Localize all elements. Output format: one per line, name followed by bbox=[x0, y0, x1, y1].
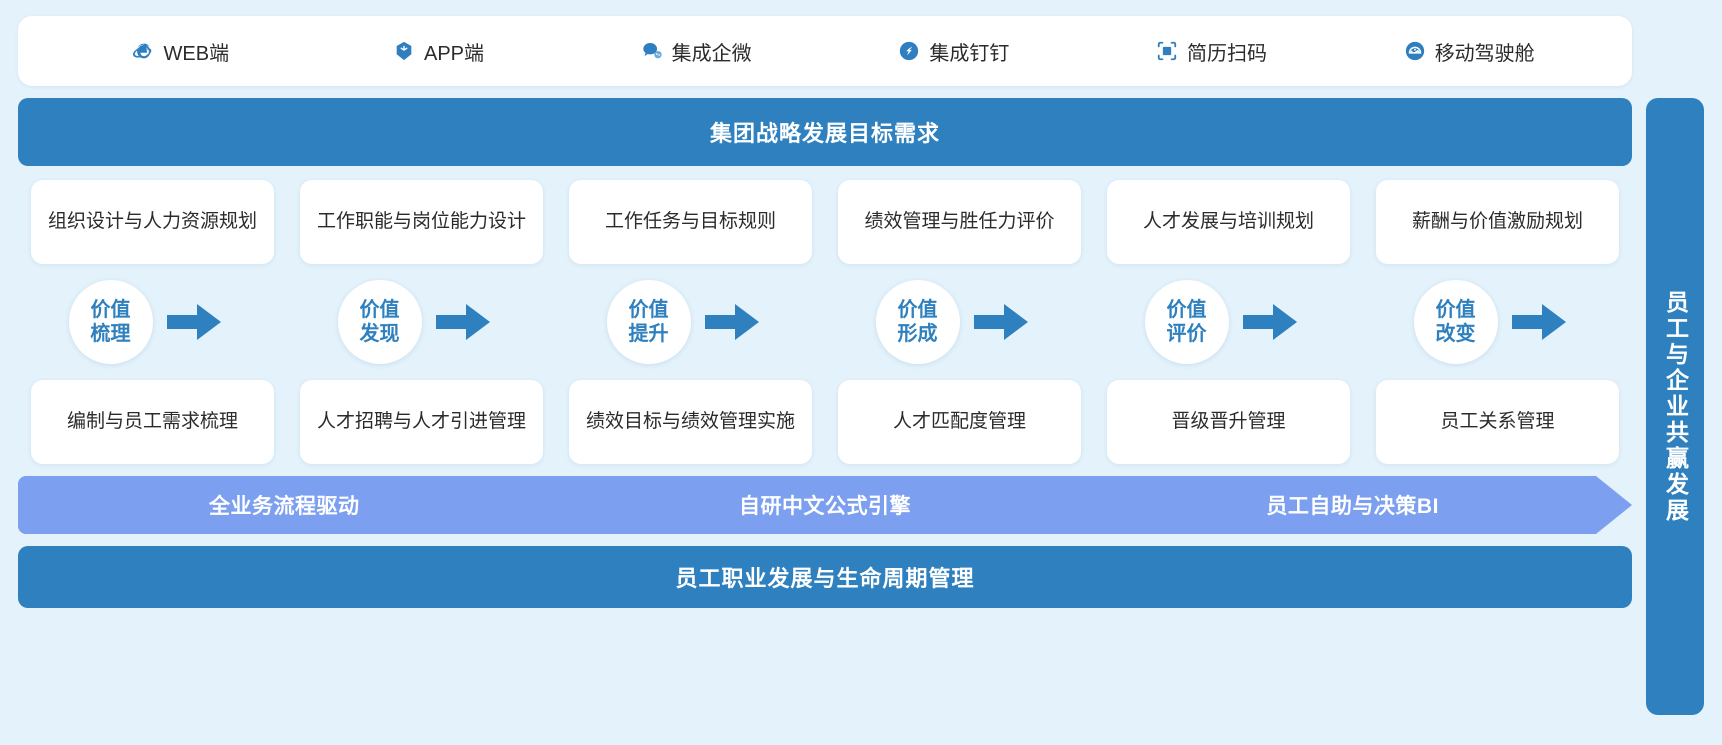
cube-app-icon bbox=[393, 40, 415, 62]
stage-circle-3[interactable]: 价值 提升 bbox=[606, 280, 691, 364]
channel-item-dingtalk[interactable]: 集成钉钉 bbox=[825, 37, 1083, 66]
top-card[interactable]: 人才发展与培训规划 bbox=[1107, 180, 1350, 264]
bottom-card[interactable]: 员工关系管理 bbox=[1376, 380, 1619, 464]
stage-circle-1[interactable]: 价值 梳理 bbox=[68, 280, 153, 364]
channel-item-wecom[interactable]: 集成企微 bbox=[567, 37, 825, 66]
stage-line-1: 价值 bbox=[359, 298, 400, 321]
top-banner: 集团战略发展目标需求 bbox=[18, 98, 1632, 166]
top-card-cell: 组织设计与人力资源规划 bbox=[18, 180, 287, 264]
stage-line-1: 价值 bbox=[1166, 298, 1207, 321]
top-card[interactable]: 工作任务与目标规则 bbox=[569, 180, 812, 264]
capability-chevron: 全业务流程驱动 自研中文公式引擎 员工自助与决策BI bbox=[18, 476, 1632, 534]
stage-line-1: 价值 bbox=[628, 298, 669, 321]
channel-label: 集成企微 bbox=[671, 42, 752, 65]
top-card[interactable]: 组织设计与人力资源规划 bbox=[31, 180, 274, 264]
stage-circle-4[interactable]: 价值 形成 bbox=[875, 280, 960, 364]
top-card[interactable]: 薪酬与价值激励规划 bbox=[1376, 180, 1619, 264]
arrow-right-icon bbox=[704, 299, 761, 345]
bottom-card-row: 编制与员工需求梳理 人才招聘与人才引进管理 绩效目标与绩效管理实施 人才匹配度管… bbox=[18, 380, 1632, 464]
stage-line-1: 价值 bbox=[897, 298, 938, 321]
dingtalk-icon bbox=[898, 40, 920, 62]
capability-label-1: 全业务流程驱动 bbox=[209, 495, 360, 518]
stage-circle-5[interactable]: 价值 评价 bbox=[1144, 280, 1229, 364]
stage-cell: 价值 发现 bbox=[287, 280, 556, 364]
side-bar-title: 员工与企业共赢发展 bbox=[1662, 289, 1689, 524]
channel-label: 移动驾驶舱 bbox=[1434, 42, 1535, 65]
capability-label-3: 员工自助与决策BI bbox=[1266, 495, 1439, 518]
channel-bar: WEB端 APP端 bbox=[18, 16, 1632, 86]
top-card[interactable]: 绩效管理与胜任力评价 bbox=[838, 180, 1081, 264]
top-card-cell: 工作任务与目标规则 bbox=[556, 180, 825, 264]
stage-cell: 价值 改变 bbox=[1363, 280, 1632, 364]
stage-line-2: 梳理 bbox=[90, 323, 131, 345]
bottom-card-cell: 晋级晋升管理 bbox=[1094, 380, 1363, 464]
bottom-banner: 员工职业发展与生命周期管理 bbox=[18, 546, 1632, 608]
arrow-right-icon bbox=[1511, 299, 1568, 345]
main-column: WEB端 APP端 bbox=[18, 16, 1632, 727]
stage-circle-6[interactable]: 价值 改变 bbox=[1413, 280, 1498, 364]
arrow-right-icon bbox=[166, 299, 223, 345]
stage-cell: 价值 梳理 bbox=[18, 280, 287, 364]
dashboard-gauge-icon bbox=[1404, 40, 1426, 62]
top-banner-title: 集团战略发展目标需求 bbox=[709, 121, 940, 146]
bottom-card[interactable]: 绩效目标与绩效管理实施 bbox=[569, 380, 812, 464]
channel-label: 集成钉钉 bbox=[929, 42, 1010, 65]
stage-row: 价值 梳理 价值 发现 价值 提升 bbox=[18, 264, 1632, 380]
capability-band: 全业务流程驱动 自研中文公式引擎 员工自助与决策BI bbox=[18, 476, 1632, 534]
stage-cell: 价值 评价 bbox=[1094, 280, 1363, 364]
bottom-card[interactable]: 晋级晋升管理 bbox=[1107, 380, 1350, 464]
channel-label: 简历扫码 bbox=[1187, 42, 1268, 65]
bottom-card-cell: 人才招聘与人才引进管理 bbox=[287, 380, 556, 464]
arrow-right-icon bbox=[973, 299, 1030, 345]
top-card-cell: 绩效管理与胜任力评价 bbox=[825, 180, 1094, 264]
capability-label-2: 自研中文公式引擎 bbox=[738, 495, 911, 518]
stage-line-2: 形成 bbox=[897, 323, 938, 345]
scan-code-icon bbox=[1156, 40, 1178, 62]
arrow-right-icon bbox=[1242, 299, 1299, 345]
channel-item-web[interactable]: WEB端 bbox=[52, 37, 310, 66]
stage-cell: 价值 提升 bbox=[556, 280, 825, 364]
channel-item-app[interactable]: APP端 bbox=[310, 37, 568, 66]
stage-line-2: 提升 bbox=[628, 323, 669, 345]
side-bar: 员工与企业共赢发展 bbox=[1646, 98, 1704, 715]
channel-item-mobile-cockpit[interactable]: 移动驾驶舱 bbox=[1340, 37, 1598, 66]
bottom-card-cell: 员工关系管理 bbox=[1363, 380, 1632, 464]
stage-line-2: 评价 bbox=[1166, 323, 1207, 345]
wecom-chat-icon bbox=[641, 40, 663, 62]
channel-label: APP端 bbox=[423, 42, 485, 65]
bottom-card-cell: 绩效目标与绩效管理实施 bbox=[556, 380, 825, 464]
stage-line-2: 发现 bbox=[359, 323, 400, 345]
bottom-card-cell: 编制与员工需求梳理 bbox=[18, 380, 287, 464]
top-card-row: 组织设计与人力资源规划 工作职能与岗位能力设计 工作任务与目标规则 绩效管理与胜… bbox=[18, 180, 1632, 264]
ie-browser-icon bbox=[132, 40, 155, 62]
stage-line-1: 价值 bbox=[90, 298, 131, 321]
bottom-card-cell: 人才匹配度管理 bbox=[825, 380, 1094, 464]
top-card[interactable]: 工作职能与岗位能力设计 bbox=[300, 180, 543, 264]
stage-cell: 价值 形成 bbox=[825, 280, 1094, 364]
bottom-card[interactable]: 人才匹配度管理 bbox=[838, 380, 1081, 464]
stage-line-2: 改变 bbox=[1435, 323, 1476, 345]
bottom-card[interactable]: 编制与员工需求梳理 bbox=[31, 380, 274, 464]
bottom-card[interactable]: 人才招聘与人才引进管理 bbox=[300, 380, 543, 464]
arrow-right-icon bbox=[435, 299, 492, 345]
top-card-cell: 薪酬与价值激励规划 bbox=[1363, 180, 1632, 264]
top-card-cell: 人才发展与培训规划 bbox=[1094, 180, 1363, 264]
bottom-banner-title: 员工职业发展与生命周期管理 bbox=[675, 566, 975, 591]
stage-circle-2[interactable]: 价值 发现 bbox=[337, 280, 422, 364]
channel-label: WEB端 bbox=[163, 42, 230, 65]
stage-line-1: 价值 bbox=[1435, 298, 1476, 321]
channel-item-scan[interactable]: 简历扫码 bbox=[1083, 37, 1341, 66]
top-card-cell: 工作职能与岗位能力设计 bbox=[287, 180, 556, 264]
